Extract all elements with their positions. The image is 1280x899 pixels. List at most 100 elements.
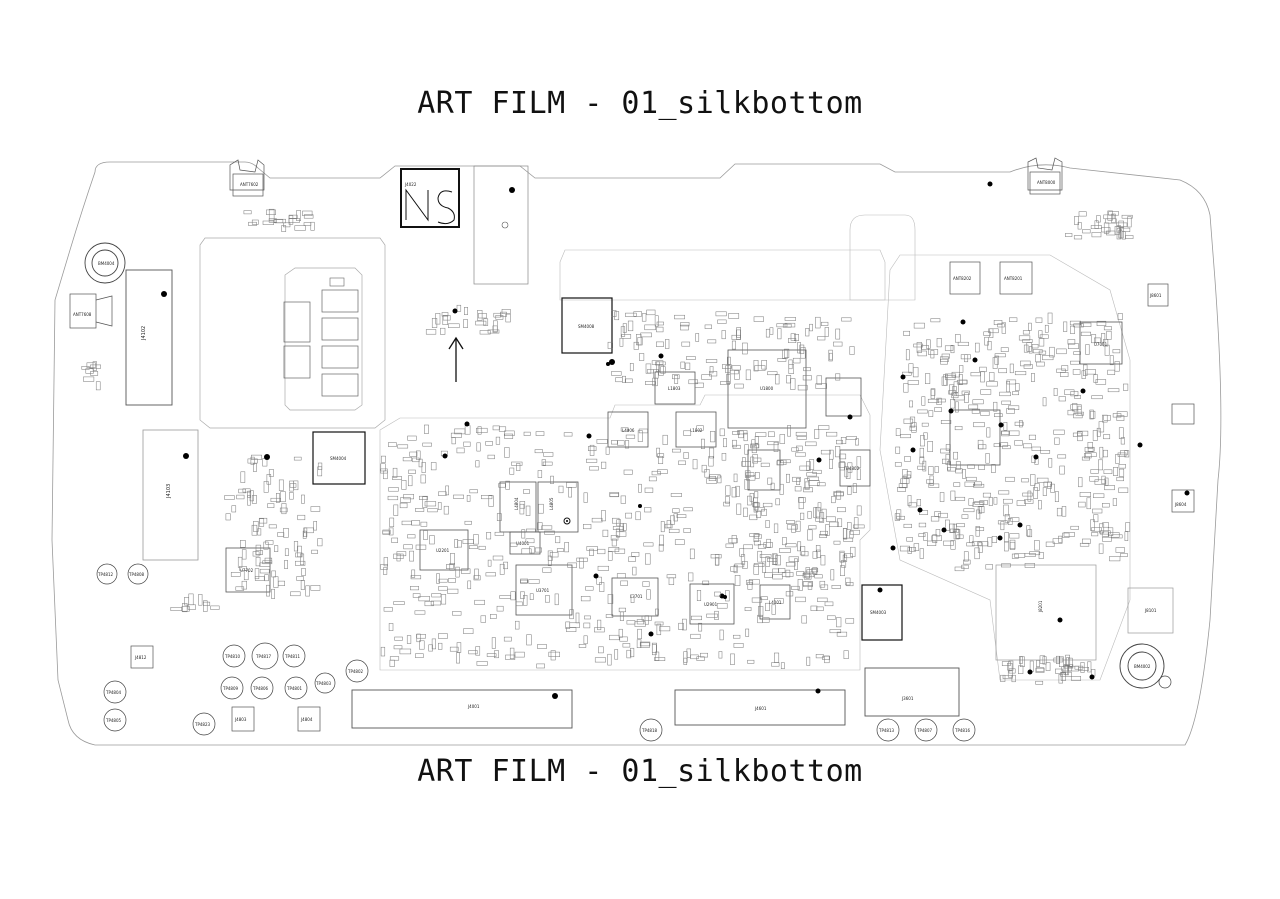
smd-footprint [627, 320, 634, 332]
smd-footprint [794, 486, 802, 492]
pad-label-j8604: J8604 [1174, 502, 1187, 507]
smd-footprint [492, 555, 504, 561]
smd-footprint [437, 502, 442, 510]
smd-footprint [644, 615, 649, 625]
smd-footprint [748, 579, 760, 585]
smd-footprint [415, 544, 427, 550]
smd-footprint [1009, 539, 1016, 550]
smd-footprint [601, 461, 607, 469]
smd-footprint [636, 639, 642, 648]
smd-footprint [611, 310, 617, 317]
smd-footprint [415, 653, 424, 658]
smd-footprint [1092, 430, 1098, 441]
smd-footprint [643, 542, 654, 547]
smd-footprint [1085, 452, 1097, 457]
smd-footprint [1071, 676, 1081, 681]
smd-footprint [847, 522, 852, 530]
smd-footprint [450, 432, 462, 438]
smd-footprint [950, 540, 956, 550]
smd-footprint [475, 320, 487, 326]
smd-footprint [468, 650, 478, 655]
smd-footprint [964, 392, 969, 403]
smd-footprint [841, 560, 847, 568]
smd-footprint [930, 318, 941, 323]
smd-footprint [947, 461, 951, 471]
smd-footprint [1112, 349, 1121, 354]
smd-footprint [1087, 442, 1093, 449]
smd-footprint [836, 490, 842, 500]
smd-footprint [1108, 211, 1119, 216]
smd-footprint [734, 370, 740, 380]
smd-footprint [523, 595, 528, 606]
smd-footprint [750, 443, 760, 449]
smd-footprint [716, 603, 728, 609]
ic-label-l1802: L1802 [690, 428, 703, 433]
smd-footprint [380, 646, 386, 657]
smd-footprint [668, 577, 675, 585]
smd-footprint [1118, 487, 1129, 493]
smd-footprint [994, 413, 1003, 417]
smd-footprint [464, 307, 468, 315]
smd-footprint [1009, 541, 1016, 550]
smd-footprint [660, 521, 665, 533]
smd-footprint [624, 440, 630, 449]
smd-footprint [240, 471, 246, 483]
smd-footprint [614, 548, 626, 554]
smd-footprint [393, 601, 405, 605]
smd-footprint [1107, 388, 1120, 393]
smd-footprint [993, 401, 998, 412]
smd-footprint [839, 453, 847, 460]
smd-footprint [1053, 657, 1064, 663]
smd-footprint [791, 525, 796, 533]
smd-footprint [249, 490, 254, 502]
smd-footprint [1096, 320, 1107, 326]
smd-footprint [717, 475, 722, 484]
smd-footprint [624, 378, 633, 383]
smd-footprint [1063, 321, 1068, 332]
smd-footprint [317, 538, 323, 547]
antenna-label-ant8201: ANT8201 [1004, 276, 1023, 281]
smd-footprint [993, 497, 998, 505]
smd-footprint [1117, 452, 1127, 457]
smd-footprint [656, 341, 664, 347]
smd-footprint [605, 614, 614, 618]
smd-footprint [488, 495, 494, 507]
connector-label-j4001: J4001 [467, 704, 480, 709]
smd-footprint [980, 389, 992, 395]
smd-footprint [917, 409, 928, 414]
smd-footprint [928, 483, 940, 488]
smd-footprint [478, 545, 486, 550]
smd-footprint [411, 569, 416, 578]
smd-footprint [622, 523, 627, 531]
smd-footprint [923, 432, 928, 440]
smd-footprint [786, 375, 792, 384]
smd-footprint [909, 416, 916, 428]
smd-footprint [409, 451, 418, 457]
smd-footprint [919, 548, 924, 559]
smd-footprint [646, 589, 651, 600]
smd-footprint [495, 315, 504, 320]
smd-footprint [945, 373, 957, 378]
smd-footprint [296, 210, 301, 221]
smd-footprint [919, 447, 924, 458]
smd-footprint [803, 571, 815, 578]
smd-footprint [856, 456, 862, 468]
smd-footprint [932, 534, 938, 543]
smd-footprint [744, 444, 749, 455]
smd-footprint [1038, 330, 1043, 338]
smd-footprint [753, 540, 761, 546]
smd-footprint [977, 542, 983, 553]
smd-footprint [903, 383, 909, 393]
smd-footprint [818, 425, 830, 430]
smd-footprint [961, 514, 969, 519]
smd-footprint [1036, 477, 1049, 483]
smd-footprint [456, 447, 465, 454]
smd-footprint [788, 556, 799, 562]
smd-footprint [754, 365, 766, 371]
smd-footprint [836, 439, 843, 445]
region-left-top [199, 237, 386, 429]
antenna-ant7602: ANT7602 [229, 159, 265, 197]
smd-footprint [918, 533, 926, 537]
ic-l1801 [747, 449, 781, 491]
smd-footprint [971, 408, 980, 414]
